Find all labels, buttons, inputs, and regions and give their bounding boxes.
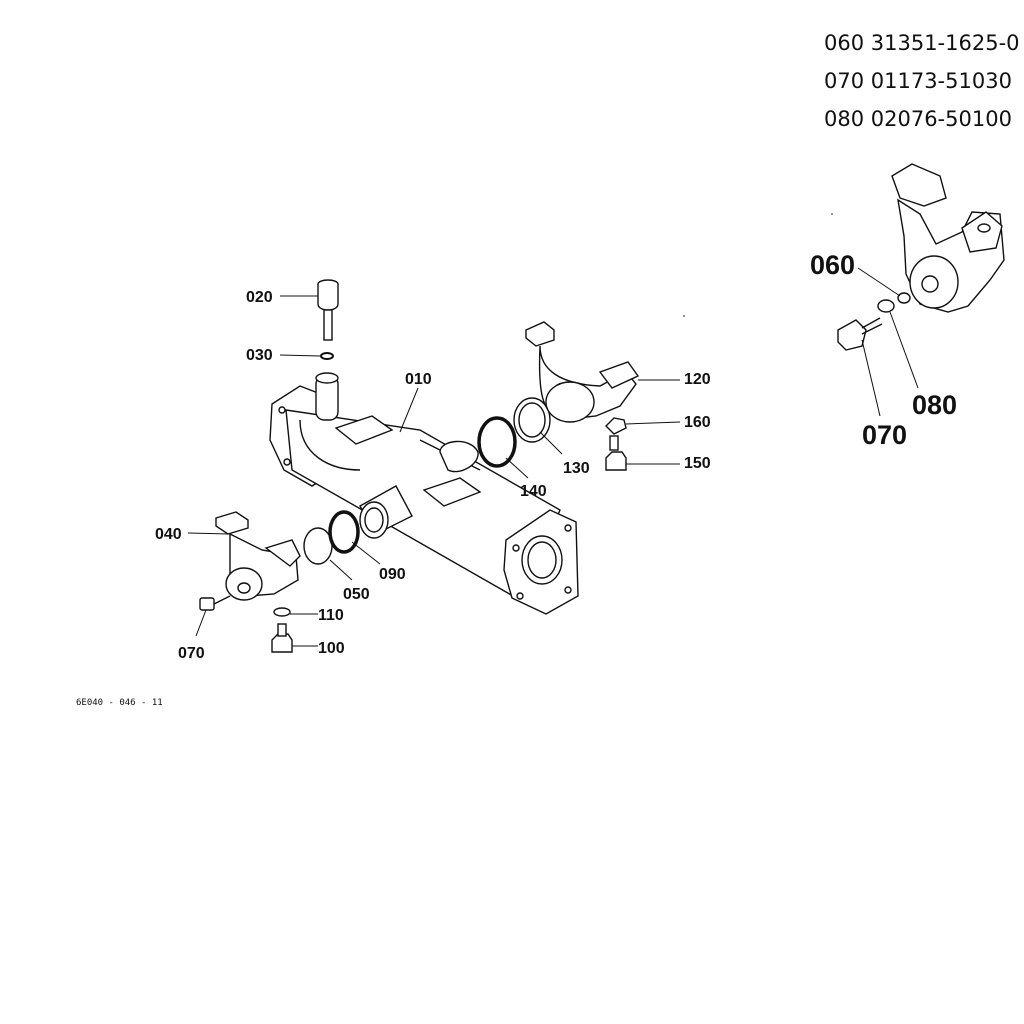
detail-callouts: 060 070 080: [810, 250, 957, 450]
detail-view-drawing: [837, 163, 1005, 417]
leader-lines: [187, 295, 681, 647]
callout-120: 120: [684, 371, 711, 388]
callout-150: 150: [684, 455, 711, 472]
callout-070: 070: [178, 645, 205, 662]
callout-050: 050: [343, 586, 370, 603]
callout-110: 110: [318, 607, 344, 624]
right-seal-bracket-drawing: [477, 321, 640, 471]
callout-130: 130: [563, 460, 590, 477]
seal-rings-drawing: [303, 485, 413, 565]
detail-callout-080: 080: [912, 390, 957, 420]
main-callouts: 010 020 030 040 050 070 090 100 110 120 …: [155, 289, 711, 662]
reference-line-060: 060 31351-1625-0: [824, 31, 1020, 55]
callout-040: 040: [155, 526, 182, 543]
reference-line-080: 080 02076-50100: [824, 107, 1012, 131]
callout-010: 010: [405, 371, 432, 388]
left-bracket-drawing: [199, 511, 301, 653]
axle-housing-drawing: [269, 372, 579, 615]
callout-020: 020: [246, 289, 273, 306]
callout-090: 090: [379, 566, 406, 583]
callout-030: 030: [246, 347, 273, 364]
reference-line-070: 070 01173-51030: [824, 69, 1012, 93]
callout-140: 140: [520, 483, 547, 500]
detail-callout-060: 060: [810, 250, 855, 280]
callout-100: 100: [318, 640, 345, 657]
detail-callout-070: 070: [862, 420, 907, 450]
reference-list: 060 31351-1625-0 070 01173-51030 080 020…: [824, 31, 1020, 131]
callout-160: 160: [684, 414, 711, 431]
breather-plug-drawing: [317, 279, 339, 360]
drawing-code: 6E040 - 046 - 11: [76, 698, 163, 708]
